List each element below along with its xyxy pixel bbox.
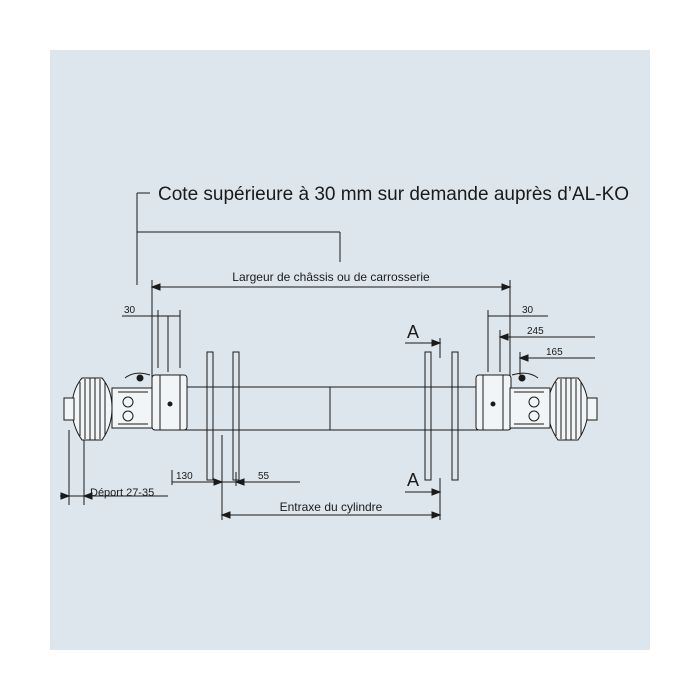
- right-flange-outer: [451, 351, 459, 481]
- dim-165-label: 165: [546, 347, 563, 358]
- left-flange-outer: [206, 351, 214, 481]
- dim-245-label: 245: [527, 326, 544, 337]
- right-flange-inner: [424, 351, 432, 481]
- right-axle-bracket: [475, 374, 512, 431]
- left-flange-inner: [232, 351, 240, 481]
- frame-width-dimension: [150, 280, 512, 385]
- cylinder-spacing-dimension: [220, 511, 442, 519]
- frame-width-label: Largeur de châssis ou de carrosserie: [232, 270, 430, 284]
- offset-dimension: [60, 430, 168, 505]
- bottom-left-dimensions: [171, 435, 300, 520]
- left-30-dimension: [122, 310, 181, 372]
- dim-130-label: 130: [176, 471, 193, 482]
- cylinder-spacing-label: Entraxe du cylindre: [280, 500, 383, 514]
- section-a-top-label: A: [407, 322, 419, 342]
- dim-30-left-label: 30: [124, 305, 136, 316]
- right-dimension-stack: [487, 310, 595, 375]
- axle-tube: [185, 386, 478, 431]
- section-a-bottom-label: A: [407, 470, 419, 490]
- left-brake-drum: [63, 372, 153, 441]
- dim-55-label: 55: [258, 471, 270, 482]
- drawing-panel: [50, 50, 650, 650]
- right-brake-drum: [509, 372, 598, 441]
- top-note-label: Cote supérieure à 30 mm sur demande aupr…: [158, 184, 629, 205]
- section-a-marker-top: [405, 338, 442, 358]
- top-note-leader: [136, 192, 341, 285]
- left-axle-bracket: [151, 374, 188, 431]
- offset-label: Déport 27-35: [90, 487, 154, 499]
- section-a-marker-bottom: [405, 478, 442, 520]
- dim-30-right-label: 30: [522, 305, 534, 316]
